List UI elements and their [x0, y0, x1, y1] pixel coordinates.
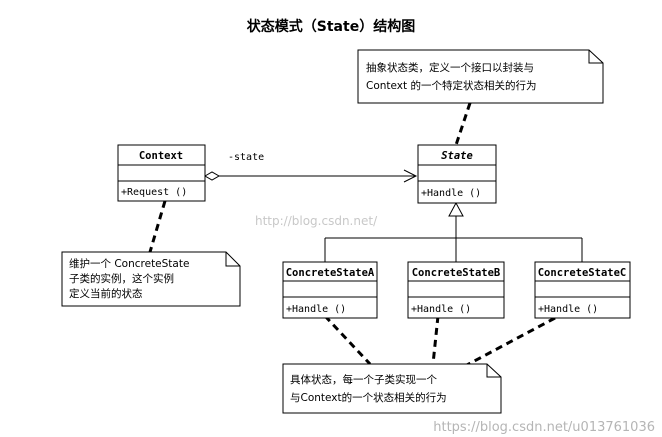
context-note-line-2: 子类的实例，这个实例: [69, 272, 174, 285]
state-operation: +Handle (): [421, 188, 481, 199]
center-watermark: http://blog.csdn.net/: [255, 214, 378, 228]
concrete-note-line-2: 与Context的一个状态相关的行为: [290, 391, 447, 404]
concrete-c-operation: +Handle (): [538, 304, 598, 315]
class-concrete-state-a[interactable]: ConcreteStateA +Handle (): [282, 261, 378, 319]
class-concrete-state-b[interactable]: ConcreteStateB +Handle (): [407, 261, 505, 319]
concrete-a-operation: +Handle (): [286, 304, 346, 315]
class-context[interactable]: Context +Request (): [117, 144, 206, 202]
context-note-connector: [148, 200, 167, 253]
context-operation: +Request (): [121, 187, 187, 198]
state-class-name: State: [441, 150, 473, 162]
concrete-c-note-connector: [464, 316, 556, 368]
diagram-title: 状态模式（State）结构图: [247, 18, 415, 35]
association-role-label: -state: [228, 152, 264, 163]
aggregation-diamond: [203, 171, 221, 181]
note-concrete-states: 具体状态，每一个子类实现一个 与Context的一个状态相关的行为: [282, 363, 502, 414]
note-state: 抽象状态类，定义一个接口以封装与 Context 的一个特定状态相关的行为: [357, 49, 604, 104]
association: -state: [203, 152, 418, 183]
association-arrowhead: [403, 169, 418, 183]
state-note-line-2: Context 的一个特定状态相关的行为: [366, 79, 536, 92]
bottom-watermark: https://blog.csdn.net/u013761036: [433, 420, 655, 435]
concrete-a-note-connector: [323, 314, 372, 366]
context-note-line-1: 维护一个 ConcreteState: [69, 257, 189, 270]
state-note-line-1: 抽象状态类，定义一个接口以封装与: [366, 61, 534, 74]
context-class-name: Context: [139, 150, 183, 162]
inheritance-triangle: [448, 201, 464, 217]
concrete-a-class-name: ConcreteStateA: [286, 267, 375, 279]
context-note-line-3: 定义当前的状态: [69, 287, 143, 300]
concrete-note-line-1: 具体状态，每一个子类实现一个: [290, 373, 437, 386]
concrete-b-note-connector: [431, 315, 440, 365]
class-concrete-state-c[interactable]: ConcreteStateC +Handle (): [534, 261, 631, 319]
concrete-c-class-name: ConcreteStateC: [538, 267, 627, 279]
note-context: 维护一个 ConcreteState 子类的实例，这个实例 定义当前的状态: [61, 251, 241, 307]
inheritance-tree: [324, 201, 583, 262]
state-note-connector: [454, 102, 472, 146]
class-state[interactable]: State +Handle (): [417, 144, 497, 204]
concrete-b-operation: +Handle (): [411, 304, 471, 315]
concrete-b-class-name: ConcreteStateB: [412, 267, 501, 279]
